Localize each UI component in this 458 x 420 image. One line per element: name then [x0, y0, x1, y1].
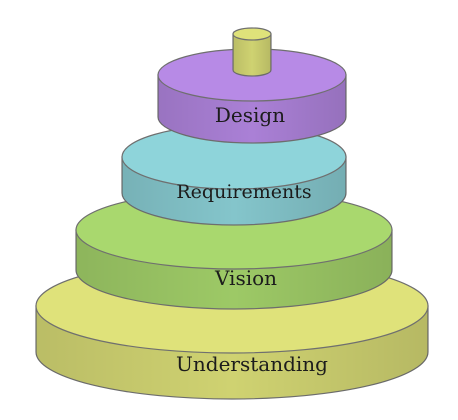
top-peg-top — [232, 27, 272, 41]
tier-design: Design — [157, 48, 347, 144]
tier-requirements: Requirements — [121, 124, 347, 226]
tier-vision-label: Vision — [214, 266, 277, 290]
tier-understanding-label: Understanding — [176, 352, 328, 376]
top-peg — [232, 27, 272, 77]
tier-design-label: Design — [215, 103, 285, 127]
tier-requirements-label: Requirements — [176, 181, 311, 203]
